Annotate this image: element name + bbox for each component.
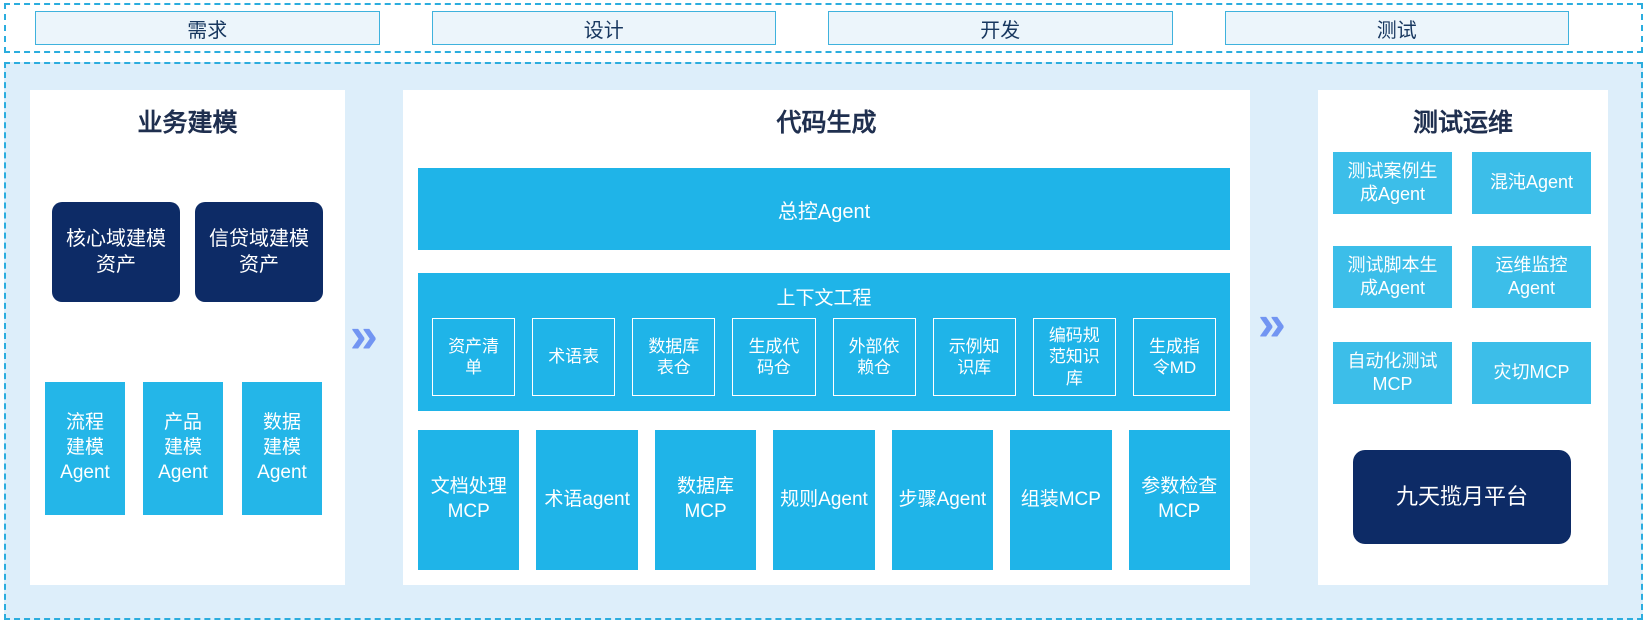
test-ops-panel: 测试运维 测试案例生 成Agent 混沌Agent 测试脚本生 成Agent 运… <box>1318 90 1608 585</box>
context-engineering-title: 上下文工程 <box>776 288 872 309</box>
external-deps-repo-box: 外部依 赖仓 <box>832 318 916 396</box>
doc-processing-mcp-box: 文档处理 MCP <box>418 430 520 570</box>
rule-agent-box: 规则Agent <box>773 430 875 570</box>
test-ops-title: 测试运维 <box>1412 109 1513 137</box>
core-domain-asset-box: 核心域建模 资产 <box>52 202 180 302</box>
glossary-agent-box: 术语agent <box>536 430 638 570</box>
phase-bar: 需求 设计 开发 测试 <box>4 3 1643 53</box>
example-knowledge-base-box: 示例知 识库 <box>932 318 1016 396</box>
coding-standard-kb-box: 编码规 范知识 库 <box>1032 318 1116 396</box>
phase-design: 设计 <box>431 11 776 45</box>
code-generation-title: 代码生成 <box>776 109 877 137</box>
product-modeling-agent-box: 产品 建模 Agent <box>143 382 223 515</box>
db-table-repo-box: 数据库 表仓 <box>632 318 716 396</box>
phase-requirements: 需求 <box>35 11 380 45</box>
ops-monitor-agent-box: 运维监控 Agent <box>1472 246 1591 308</box>
step-agent-box: 步骤Agent <box>891 430 994 570</box>
pipeline-container: 业务建模 核心域建模 资产 信贷域建模 资产 流程 建模 Agent 产品 建模… <box>4 62 1643 620</box>
code-generation-panel: 代码生成 总控Agent 上下文工程 资产清 单 术语表 数据库 表仓 生成代 … <box>403 90 1250 585</box>
param-check-mcp-box: 参数检查 MCP <box>1128 430 1230 570</box>
business-modeling-panel: 业务建模 核心域建模 资产 信贷域建模 资产 流程 建模 Agent 产品 建模… <box>30 90 345 585</box>
process-modeling-agent-box: 流程 建模 Agent <box>45 382 125 515</box>
double-chevron-icon: » <box>350 307 378 363</box>
tool-box-row: 文档处理 MCP 术语agent 数据库 MCP 规则Agent 步骤Agent… <box>418 430 1230 570</box>
double-chevron-icon: » <box>1258 295 1286 351</box>
auto-test-mcp-box: 自动化测试 MCP <box>1333 342 1452 404</box>
context-engineering-section: 上下文工程 资产清 单 术语表 数据库 表仓 生成代 码仓 外部依 赖仓 示例知… <box>418 273 1230 411</box>
chaos-agent-box: 混沌Agent <box>1472 152 1591 214</box>
data-modeling-agent-box: 数据 建模 Agent <box>242 382 322 515</box>
phase-testing: 测试 <box>1224 11 1569 45</box>
test-script-gen-agent-box: 测试脚本生 成Agent <box>1333 246 1452 308</box>
disaster-switch-mcp-box: 灾切MCP <box>1472 342 1591 404</box>
asset-list-box: 资产清 单 <box>432 318 516 396</box>
jiutian-lanyue-platform-box: 九天揽月平台 <box>1353 450 1571 544</box>
phase-development: 开发 <box>828 11 1173 45</box>
test-case-gen-agent-box: 测试案例生 成Agent <box>1333 152 1452 214</box>
credit-domain-asset-box: 信贷域建模 资产 <box>195 202 323 302</box>
context-box-row: 资产清 单 术语表 数据库 表仓 生成代 码仓 外部依 赖仓 示例知 识库 编码… <box>432 318 1216 396</box>
database-mcp-box: 数据库 MCP <box>654 430 757 570</box>
master-agent-bar: 总控Agent <box>418 168 1230 250</box>
business-modeling-title: 业务建模 <box>137 109 238 137</box>
assembly-mcp-box: 组装MCP <box>1010 430 1112 570</box>
generation-instruction-md-box: 生成指 令MD <box>1132 318 1216 396</box>
generated-code-repo-box: 生成代 码仓 <box>732 318 816 396</box>
glossary-box: 术语表 <box>532 318 616 396</box>
